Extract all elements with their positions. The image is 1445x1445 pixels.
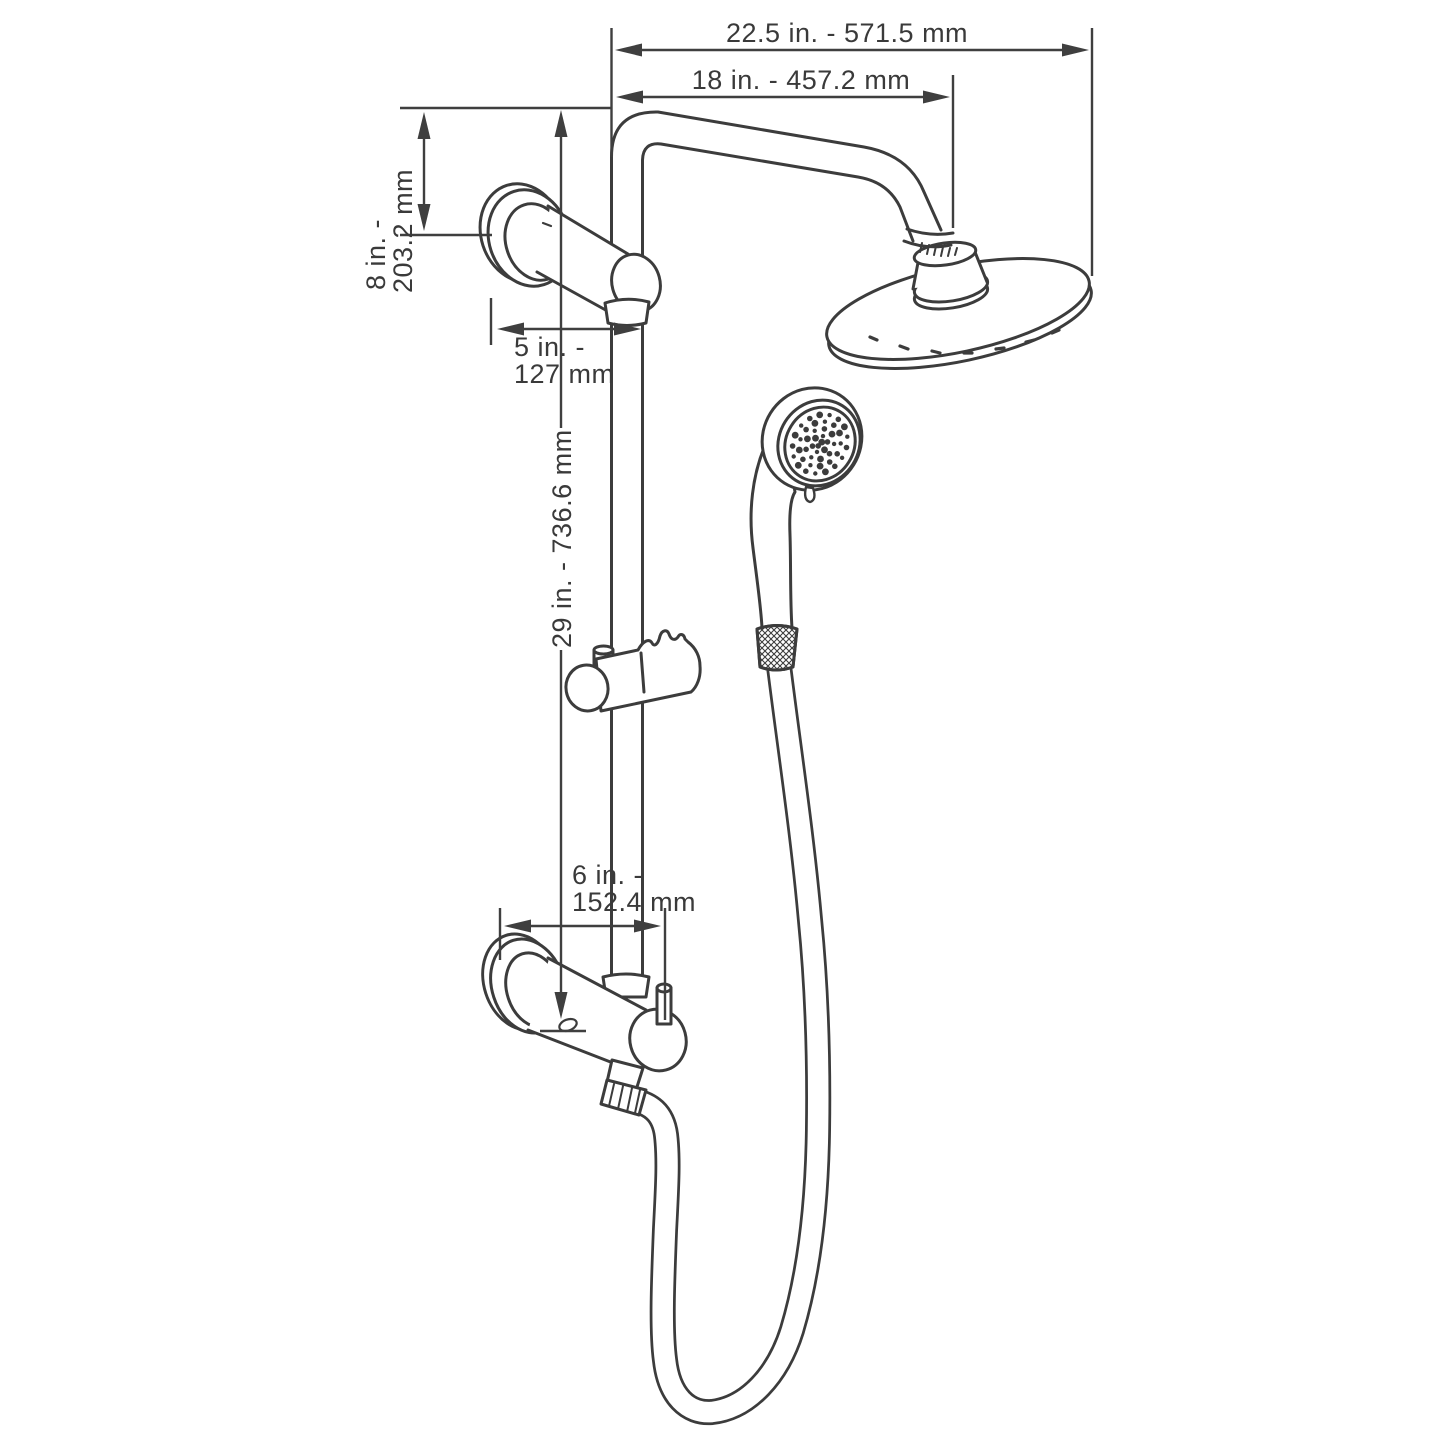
bracket-seam: [639, 651, 646, 694]
label-head-drop-line1: 8 in. -: [361, 219, 391, 290]
top-wall-mount: [478, 182, 662, 327]
bracket-body: [594, 629, 702, 713]
label-wall-clearance-line1: 5 in. -: [514, 332, 585, 362]
hand-shower-tab: [803, 485, 816, 504]
hand-shower: [749, 386, 864, 672]
label-valve-offset-line1: 6 in. -: [572, 860, 643, 890]
arrow-left-icon: [497, 322, 524, 336]
arrow-right-icon: [1062, 43, 1089, 57]
shower-hose: [620, 645, 832, 1426]
label-arm-reach: 18 in. - 457.2 mm: [692, 65, 911, 95]
dimension-labels: 22.5 in. - 571.5 mm 18 in. - 457.2 mm 8 …: [361, 18, 968, 917]
label-wall-clearance-line2: 127 mm: [514, 359, 615, 389]
slider-bracket: [564, 629, 702, 713]
pipe-collar-bottom: [601, 972, 651, 999]
arrow-right-icon: [614, 322, 641, 336]
hand-shower-nozzles: [789, 411, 850, 476]
label-slide-bar-length: 29 in. - 736.6 mm: [547, 429, 577, 648]
arrow-right-icon: [923, 90, 950, 104]
dimension-lines: [400, 28, 1094, 1033]
arm-ring-band: [905, 227, 955, 236]
dimension-arrowheads: [417, 43, 1089, 1019]
arrow-down-icon: [554, 992, 568, 1019]
diverter-valve: [481, 932, 688, 1117]
bracket-knob-top: [592, 644, 615, 656]
mount-detail-mark: [541, 221, 553, 228]
arrow-left-icon: [616, 90, 643, 104]
rain-shower-head: [825, 257, 1093, 370]
label-overall-width: 22.5 in. - 571.5 mm: [726, 18, 968, 48]
arrow-up-icon: [554, 110, 568, 137]
arrow-up-icon: [417, 112, 431, 139]
bracket-end-cap: [564, 663, 610, 713]
label-valve-offset-line2: 152.4 mm: [572, 887, 696, 917]
outlet-nut-facets: [608, 1083, 641, 1114]
rain-head-connector: [911, 240, 990, 311]
slide-bar-pipe: [610, 238, 644, 980]
arrow-right-icon: [634, 919, 661, 933]
arrow-left-icon: [615, 43, 642, 57]
hose-nut-knurling: [755, 624, 799, 672]
pipe-collar-top: [603, 297, 651, 327]
arrow-left-icon: [504, 919, 531, 933]
arrow-down-icon: [417, 204, 431, 231]
arm-ring-band: [902, 239, 953, 249]
threaded-joint-hatching: [919, 242, 958, 257]
shower-arm: [610, 110, 958, 260]
label-head-drop-line2: 203.2 mm: [388, 169, 418, 293]
rain-head-nozzle-marks: [868, 328, 1061, 355]
shower-arm-inner-edge: [641, 142, 915, 260]
shower-arm-outer-edge: [610, 110, 943, 260]
